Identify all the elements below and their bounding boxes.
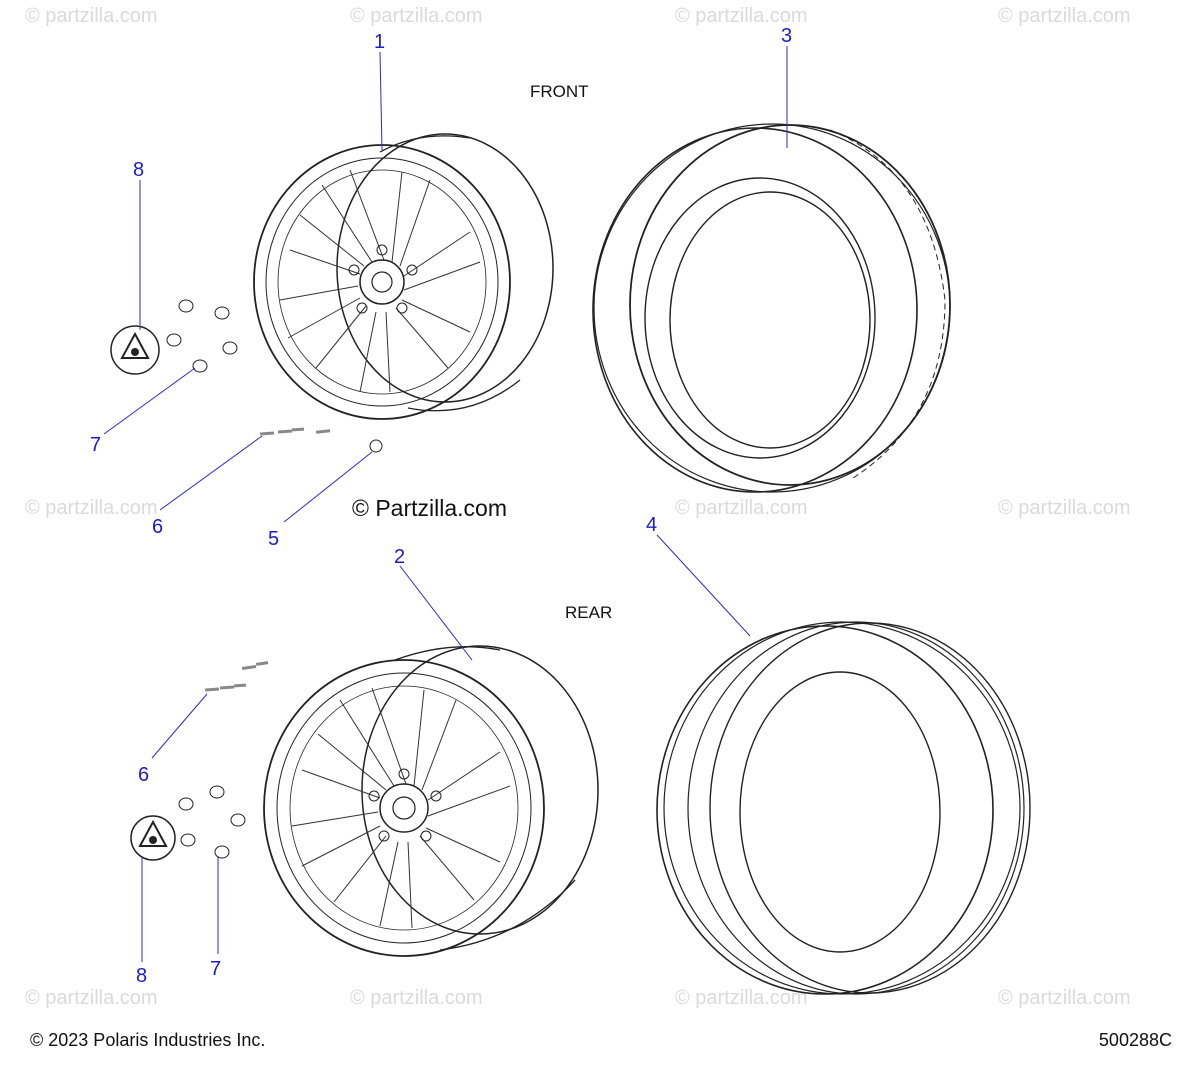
section-label-front: FRONT: [530, 82, 589, 101]
callout-7-rear[interactable]: 7: [210, 958, 221, 980]
callout-2[interactable]: 2: [394, 546, 405, 568]
watermark: © partzilla.com: [25, 497, 158, 519]
center-watermark: © Partzilla.com: [352, 495, 507, 521]
watermark: © partzilla.com: [998, 5, 1131, 27]
callout-6-front[interactable]: 6: [152, 516, 163, 538]
watermark: © partzilla.com: [350, 987, 483, 1009]
callout-1[interactable]: 1: [374, 31, 385, 53]
rear-lug-nuts[interactable]: [178, 785, 246, 859]
watermark: © partzilla.com: [350, 5, 483, 27]
rear-wheel[interactable]: [263, 645, 599, 957]
front-lug-nuts[interactable]: [166, 299, 238, 373]
leader-lines: [103, 46, 788, 962]
front-wheel[interactable]: [253, 133, 554, 420]
rear-tire[interactable]: [656, 621, 1031, 995]
copyright-text: © 2023 Polaris Industries Inc.: [30, 1030, 266, 1050]
watermarks: © partzilla.com © partzilla.com © partzi…: [25, 5, 1131, 1009]
callout-7-front[interactable]: 7: [90, 434, 101, 456]
section-label-rear: REAR: [565, 603, 612, 622]
front-center-cap[interactable]: [110, 325, 160, 375]
watermark: © partzilla.com: [998, 497, 1131, 519]
front-weights[interactable]: [259, 427, 331, 436]
watermark: © partzilla.com: [675, 987, 808, 1009]
callout-6-rear[interactable]: 6: [138, 764, 149, 786]
callout-8-rear[interactable]: 8: [136, 965, 147, 987]
watermark: © partzilla.com: [25, 5, 158, 27]
callout-3[interactable]: 3: [781, 25, 792, 47]
watermark: © partzilla.com: [675, 5, 808, 27]
watermark: © partzilla.com: [998, 987, 1131, 1009]
rear-weights[interactable]: [204, 661, 269, 692]
front-tire[interactable]: [592, 123, 951, 493]
callout-5[interactable]: 5: [268, 528, 279, 550]
callout-8-front[interactable]: 8: [133, 159, 144, 181]
watermark: © partzilla.com: [25, 987, 158, 1009]
watermark: © partzilla.com: [675, 497, 808, 519]
valve-stem[interactable]: [369, 439, 383, 453]
document-number: 500288C: [1098, 1030, 1172, 1050]
rear-center-cap[interactable]: [130, 815, 176, 861]
callout-4[interactable]: 4: [646, 514, 657, 536]
callouts: 1 2 3 4 5 6 6 7 7 8 8: [90, 25, 792, 987]
